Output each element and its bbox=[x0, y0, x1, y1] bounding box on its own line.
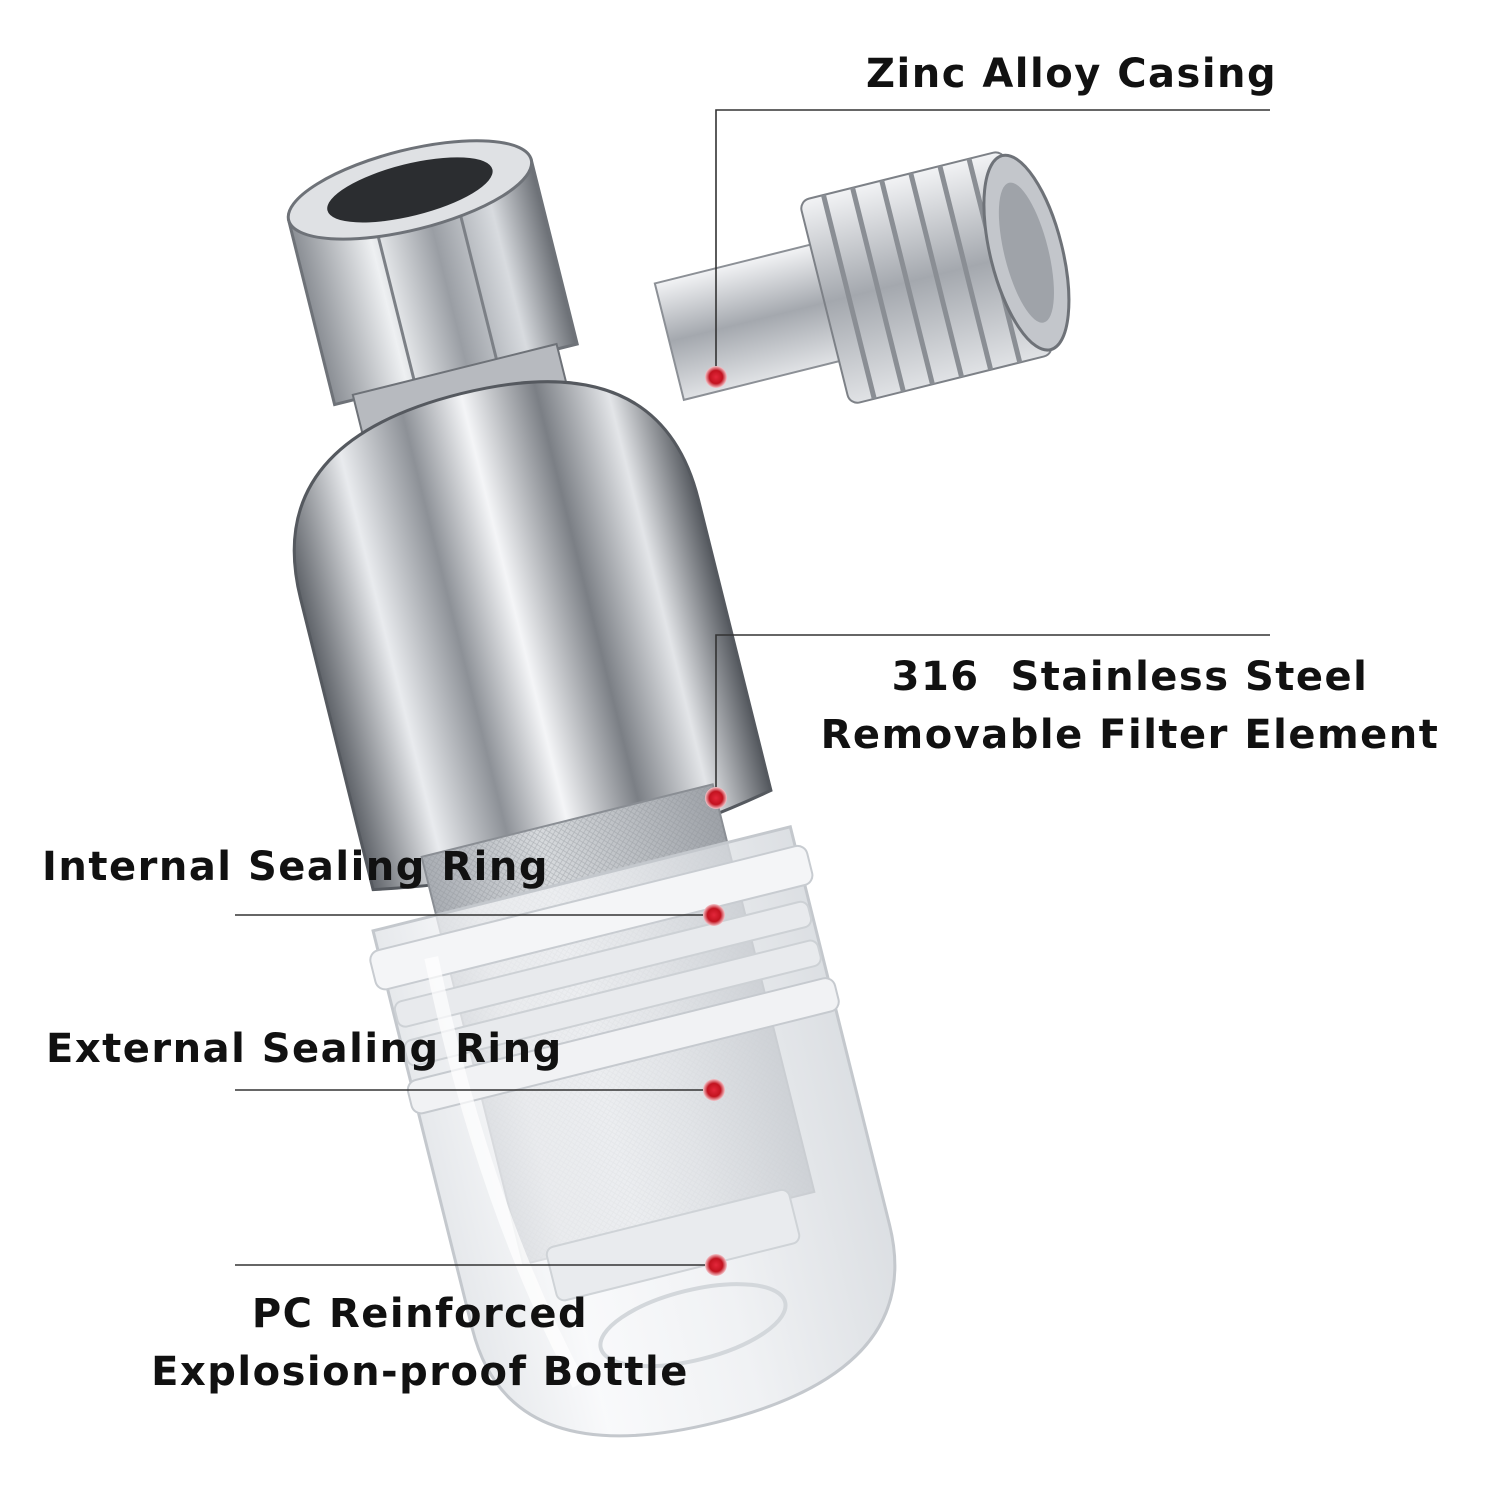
leader-zinc-alloy-casing bbox=[715, 109, 1270, 375]
callout-markers bbox=[703, 366, 727, 1276]
label-line: Removable Filter Element bbox=[820, 712, 1440, 758]
label-line: Zinc Alloy Casing bbox=[866, 51, 1278, 97]
marker-pc-bottle bbox=[705, 1254, 727, 1276]
leader-stainless-filter bbox=[715, 634, 1270, 795]
label-line: Explosion-proof Bottle bbox=[151, 1349, 689, 1395]
label-line: PC Reinforced bbox=[251, 1291, 589, 1337]
marker-external-sealing-ring bbox=[703, 1079, 725, 1101]
pc-bottle-body bbox=[369, 824, 897, 1438]
label-pc-bottle: PC Reinforced Explosion-proof Bottle bbox=[110, 1285, 730, 1401]
top-hex-nut bbox=[286, 139, 579, 435]
marker-stainless-filter bbox=[705, 787, 727, 809]
side-outlet-fitting bbox=[653, 151, 1071, 404]
marker-internal-sealing-ring bbox=[703, 904, 725, 926]
internal-sealing-ring-shape bbox=[369, 844, 814, 991]
label-line: 316 Stainless Steel bbox=[891, 654, 1369, 700]
external-sealing-ring-shape bbox=[406, 977, 840, 1115]
label-line: External Sealing Ring bbox=[46, 1026, 563, 1072]
marker-zinc-alloy-casing bbox=[705, 366, 727, 388]
leader-lines bbox=[235, 109, 1270, 1266]
label-stainless-filter: 316 Stainless Steel Removable Filter Ele… bbox=[800, 648, 1460, 764]
label-zinc-alloy-casing: Zinc Alloy Casing bbox=[866, 45, 1277, 103]
label-line: Internal Sealing Ring bbox=[42, 844, 549, 890]
label-internal-sealing-ring: Internal Sealing Ring bbox=[42, 838, 549, 896]
label-external-sealing-ring: External Sealing Ring bbox=[46, 1020, 563, 1078]
